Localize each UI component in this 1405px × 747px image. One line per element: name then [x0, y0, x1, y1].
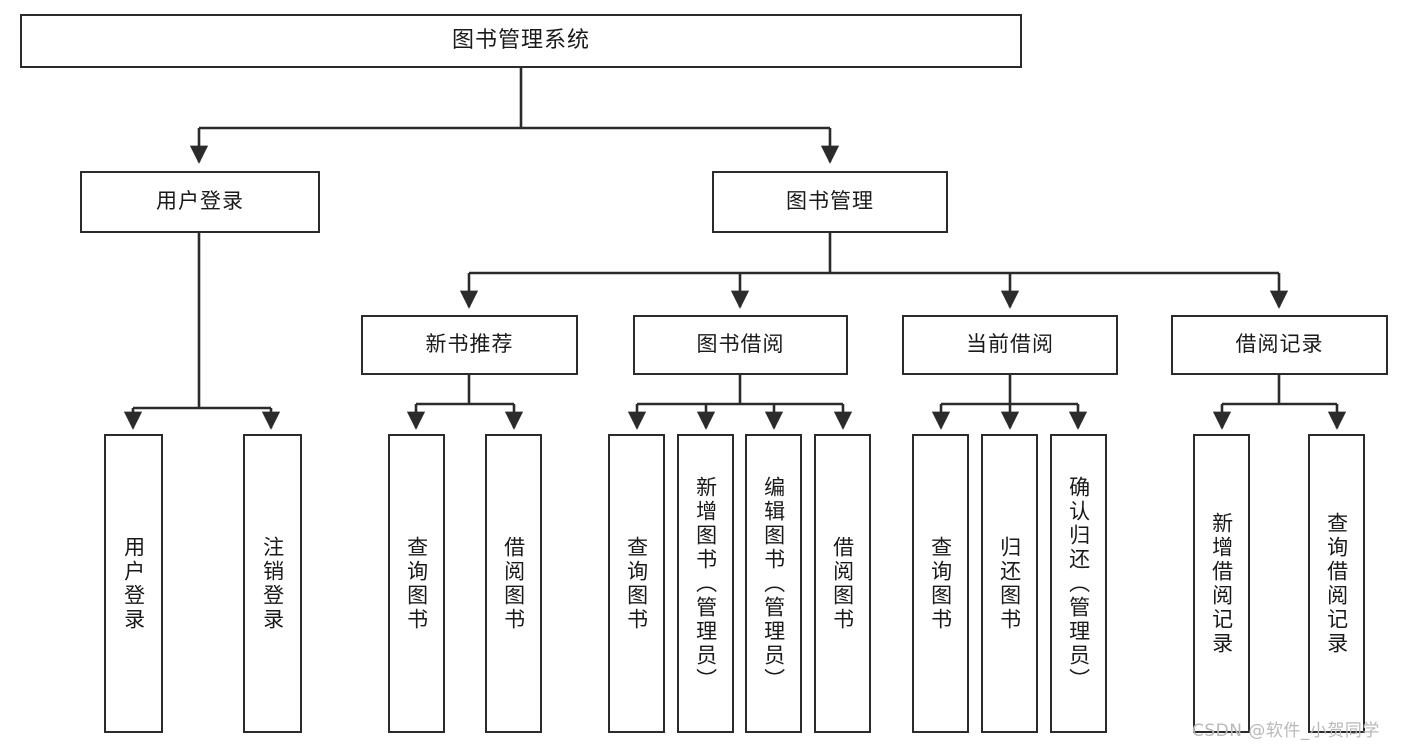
node-label: 新增借阅记录: [1209, 511, 1234, 656]
node-new-book-recommend[interactable]: 新书推荐: [361, 315, 578, 375]
leaf-user-login-logout[interactable]: 注销登录: [243, 434, 302, 733]
csdn-watermark: CSDN @软件_小贺同学: [1192, 721, 1380, 741]
leaf-borrow-record-query-record[interactable]: 查询借阅记录: [1308, 434, 1365, 733]
node-label: 归还图书: [997, 535, 1022, 632]
node-label: 借阅记录: [1235, 332, 1324, 357]
node-label: 当前借阅: [966, 332, 1054, 357]
leaf-user-login-login[interactable]: 用户登录: [104, 434, 163, 733]
node-current-borrow[interactable]: 当前借阅: [902, 315, 1118, 375]
leaf-current-borrow-return-book[interactable]: 归还图书: [981, 434, 1038, 733]
leaf-borrow-record-add-record[interactable]: 新增借阅记录: [1193, 434, 1250, 733]
node-label: 图书借阅: [696, 332, 785, 357]
leaf-book-borrow-borrow-book[interactable]: 借阅图书: [814, 434, 871, 733]
node-label: 图书管理: [786, 189, 874, 214]
node-book-borrow[interactable]: 图书借阅: [633, 315, 848, 375]
leaf-current-borrow-confirm-return[interactable]: 确认归还（管理员）: [1050, 434, 1107, 733]
node-label: 新增图书（管理员）: [693, 475, 718, 692]
node-label: 查询图书: [624, 535, 649, 632]
leaf-current-borrow-query-book[interactable]: 查询图书: [912, 434, 969, 733]
leaf-book-borrow-edit-book[interactable]: 编辑图书（管理员）: [745, 434, 802, 733]
leaf-new-book-query-book[interactable]: 查询图书: [388, 434, 445, 733]
node-label: 新书推荐: [425, 332, 514, 357]
node-label: 编辑图书（管理员）: [761, 475, 786, 692]
node-borrow-record[interactable]: 借阅记录: [1171, 315, 1388, 375]
node-label: 借阅图书: [830, 535, 855, 632]
leaf-new-book-borrow-book[interactable]: 借阅图书: [485, 434, 542, 733]
node-user-login[interactable]: 用户登录: [80, 171, 320, 233]
node-label: 确认归还（管理员）: [1066, 475, 1091, 692]
node-book-management[interactable]: 图书管理: [712, 171, 948, 233]
node-label: 借阅图书: [501, 535, 526, 632]
node-label: 用户登录: [156, 189, 244, 214]
node-label: 查询借阅记录: [1324, 511, 1349, 656]
node-label: 图书管理系统: [451, 27, 590, 53]
node-label: 用户登录: [121, 535, 146, 632]
node-label: 查询图书: [404, 535, 429, 632]
node-label: 查询图书: [928, 535, 953, 632]
leaf-book-borrow-add-book[interactable]: 新增图书（管理员）: [677, 434, 734, 733]
node-label: 注销登录: [260, 535, 285, 632]
node-root-system[interactable]: 图书管理系统: [20, 14, 1022, 68]
leaf-book-borrow-query-book[interactable]: 查询图书: [608, 434, 665, 733]
